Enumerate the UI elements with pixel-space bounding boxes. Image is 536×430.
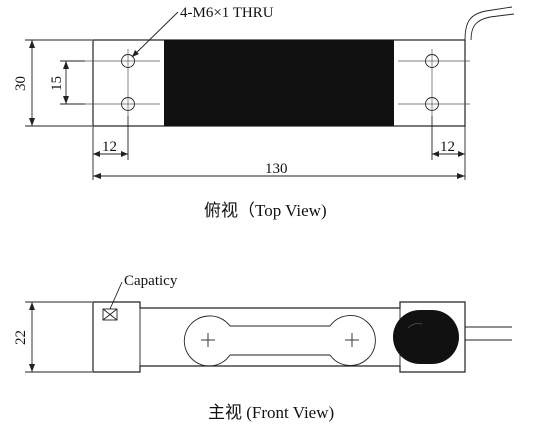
top-view-caption: 俯视（Top View) — [204, 201, 327, 220]
dim-right-12: 12 — [431, 116, 466, 180]
dim-front-height-22: 22 — [13, 301, 92, 373]
top-view-cable — [464, 6, 513, 41]
cable-gland — [393, 310, 459, 364]
hole-centerlines — [85, 49, 470, 116]
binocular-slot — [183, 315, 376, 367]
dim-left-label: 12 — [102, 139, 117, 155]
dim-length-130: 130 — [93, 161, 465, 179]
capacity-leader — [109, 281, 123, 310]
hole-callout: 4-M6×1 THRU — [180, 5, 274, 21]
dim-left-12: 12 — [92, 116, 129, 180]
dim-hole-spacing-15: 15 — [49, 60, 85, 105]
hole-callout-leader — [131, 11, 179, 58]
dim-height-label: 30 — [13, 76, 29, 91]
plus-marker-icon — [201, 333, 359, 347]
top-view: 4-M6×1 THRU 30 15 12 — [13, 5, 515, 220]
top-view-gauge-cover — [164, 40, 394, 126]
dim-right-label: 12 — [440, 139, 455, 155]
front-view-caption: 主视 (Front View) — [208, 403, 334, 422]
front-view: Capaticy 22 主视 (Front View) — [13, 273, 512, 422]
dim-height-30: 30 — [13, 39, 92, 127]
dim-length-label: 130 — [265, 161, 288, 177]
dim-hole-spacing-label: 15 — [49, 76, 65, 91]
dim-front-height-label: 22 — [13, 330, 29, 345]
capacity-label: Capaticy — [124, 273, 178, 289]
